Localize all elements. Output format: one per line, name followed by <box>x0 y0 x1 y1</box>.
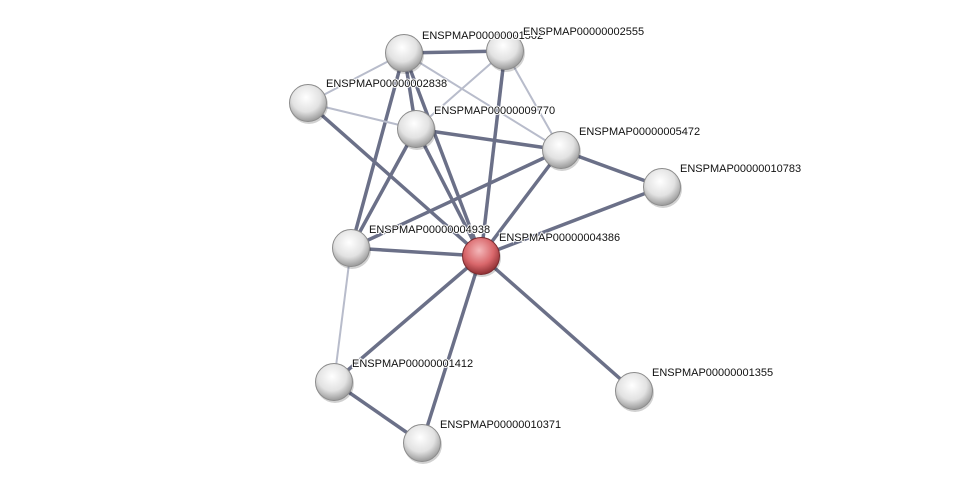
edge-9770-5472[interactable] <box>415 127 562 152</box>
edge-9770-4386[interactable] <box>414 128 483 257</box>
node-sphere[interactable] <box>332 229 370 267</box>
node-1412[interactable] <box>315 363 355 404</box>
node-4386[interactable] <box>462 237 502 278</box>
node-1502[interactable] <box>385 34 425 75</box>
node-5472[interactable] <box>542 131 582 172</box>
node-sphere[interactable] <box>397 110 435 148</box>
node-label[interactable]: ENSPMAP00000009770 <box>433 104 556 118</box>
node-sphere[interactable] <box>315 363 353 401</box>
node-label[interactable]: ENSPMAP00000002838 <box>325 77 448 91</box>
edge-4938-1412[interactable] <box>333 247 352 383</box>
node-sphere[interactable] <box>403 424 441 462</box>
edge-5472-4938[interactable] <box>350 148 562 250</box>
node-sphere[interactable] <box>615 372 653 410</box>
node-label[interactable]: ENSPMAP00000001502 <box>421 29 544 43</box>
node-label[interactable]: ENSPMAP00000005472 <box>578 125 701 139</box>
node-sphere[interactable] <box>542 131 580 169</box>
node-9770[interactable] <box>397 110 437 151</box>
node-sphere[interactable] <box>486 32 524 70</box>
edge-10783-4386[interactable] <box>480 185 663 258</box>
node-10783[interactable] <box>643 168 683 209</box>
node-label[interactable]: ENSPMAP00000001412 <box>351 357 474 371</box>
edge-1502-4386[interactable] <box>402 52 483 257</box>
edge-4386-10371[interactable] <box>420 255 483 444</box>
edge-5472-4386[interactable] <box>479 148 563 258</box>
node-4938[interactable] <box>332 229 372 270</box>
node-label[interactable]: ENSPMAP00000004386 <box>498 231 621 245</box>
node-sphere[interactable] <box>462 237 500 275</box>
edge-1502-4938[interactable] <box>349 52 406 249</box>
edge-4386-1412[interactable] <box>332 254 483 384</box>
node-sphere[interactable] <box>289 84 327 122</box>
edge-1502-5472[interactable] <box>403 52 562 151</box>
edge-9770-4938[interactable] <box>349 128 418 249</box>
node-2555[interactable] <box>486 32 526 73</box>
node-label[interactable]: ENSPMAP00000004938 <box>368 223 491 237</box>
node-sphere[interactable] <box>385 34 423 72</box>
edge-4386-1355[interactable] <box>479 254 636 393</box>
node-10371[interactable] <box>403 424 443 465</box>
node-label[interactable]: ENSPMAP00000010783 <box>679 162 802 176</box>
edge-2838-4386[interactable] <box>306 101 483 258</box>
node-label[interactable]: ENSPMAP00000002555 <box>522 25 645 39</box>
node-label[interactable]: ENSPMAP00000001355 <box>651 366 774 380</box>
edge-4938-4386[interactable] <box>350 246 482 258</box>
node-label[interactable]: ENSPMAP00000010371 <box>439 418 562 432</box>
node-sphere[interactable] <box>643 168 681 206</box>
edge-2555-4386[interactable] <box>479 50 507 257</box>
edge-2555-9770[interactable] <box>415 50 506 130</box>
node-1355[interactable] <box>615 372 655 413</box>
node-2838[interactable] <box>289 84 329 125</box>
